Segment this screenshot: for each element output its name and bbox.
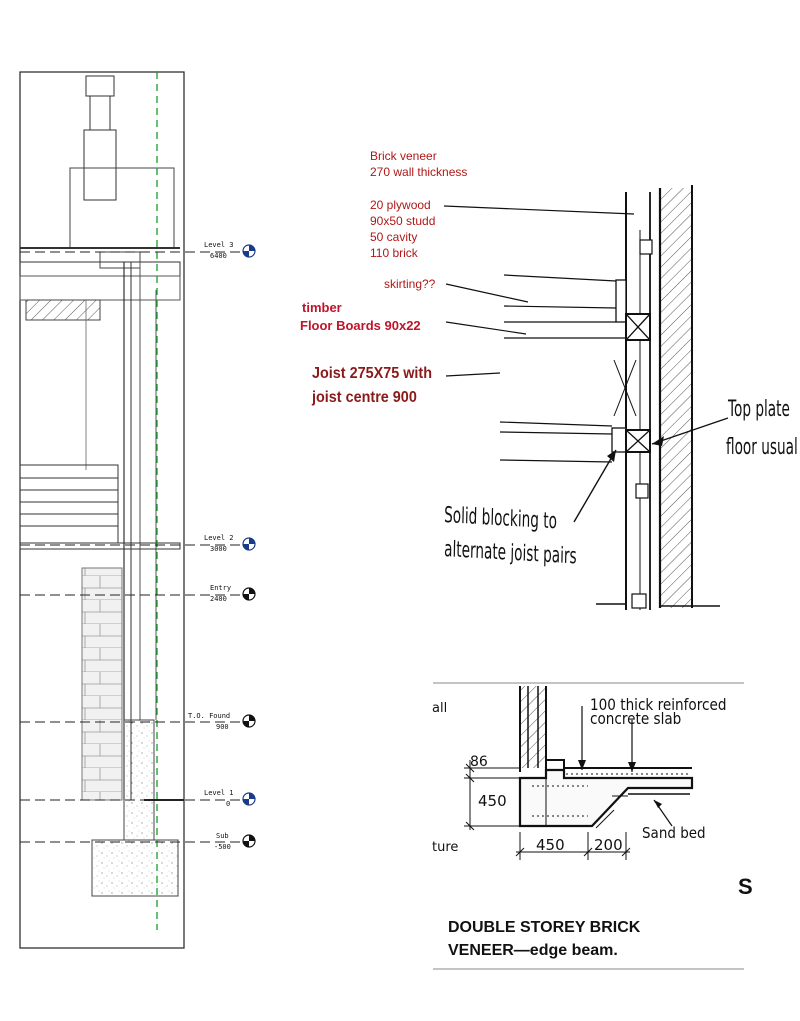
timber-label: timber: [302, 300, 342, 315]
to-found-tag[interactable]: T.O. Found 900: [188, 712, 256, 731]
wall-floor-detail: [443, 185, 729, 610]
partial-label-s: S: [738, 874, 753, 899]
plywood-label: 20 plywood: [370, 198, 431, 212]
studd-label: 90x50 studd: [370, 214, 435, 228]
sub-tag[interactable]: Sub -500: [214, 832, 256, 851]
partial-label-ture: ture: [432, 840, 458, 855]
leader-joist: [445, 372, 501, 377]
leader-top-plate: [651, 417, 729, 445]
floor-boards-label: Floor Boards 90x22: [300, 318, 421, 333]
edge-beam-title-1: DOUBLE STOREY BRICK: [448, 919, 641, 936]
detail-handwriting: Top plate floor usual Solid blocking to …: [444, 397, 798, 570]
hatched-beam: [25, 299, 101, 321]
cavity-label: 50 cavity: [370, 230, 417, 244]
leader-floor-boards: [445, 321, 527, 335]
entry-tag[interactable]: Entry 2400: [210, 584, 256, 603]
floor-2-slab: [19, 542, 181, 550]
level-1-value: 0: [226, 800, 230, 808]
dim-200: 200: [594, 836, 623, 854]
dim-450-horizontal: 450: [536, 836, 565, 854]
solid-blocking: [611, 427, 627, 453]
skirting: [615, 279, 627, 323]
level-2-value: 3000: [210, 545, 227, 553]
level-3-name: Level 3: [204, 241, 234, 249]
sub-name: Sub: [216, 832, 229, 840]
level-1-tag[interactable]: Level 1 0: [204, 789, 256, 808]
slab-label-2: concrete slab: [590, 710, 681, 728]
edge-beam-outline: [518, 768, 694, 828]
footing-pad: [91, 839, 179, 897]
building-section: [19, 71, 185, 949]
wall-tie-lower: [635, 483, 649, 499]
to-found-name: T.O. Found: [188, 712, 230, 720]
slab-label-1: 100 thick reinforced: [590, 696, 726, 714]
edge-beam-title-2: VENEER—edge beam.: [448, 942, 618, 959]
wall-annotations: Brick veneer 270 wall thickness 20 plywo…: [300, 149, 467, 406]
to-found-value: 900: [216, 723, 229, 731]
top-plate-label-1: Top plate: [727, 397, 790, 422]
blocking-label-1: Solid blocking to: [444, 503, 557, 535]
stair: [19, 464, 119, 544]
chimney-stack: [83, 129, 117, 201]
joist-label-1: Joist 275X75 with: [312, 364, 432, 382]
dim-450-vertical: 450: [478, 792, 507, 810]
wall-thickness-label: 270 wall thickness: [370, 165, 467, 179]
brick-veneer-hatch: [660, 188, 692, 608]
gutter-detail: [99, 251, 141, 269]
level-2-name: Level 2: [204, 534, 234, 542]
joist-label-2: joist centre 900: [311, 388, 417, 406]
sand-bed-label: Sand bed: [642, 825, 706, 842]
brick-label: 110 brick: [370, 246, 419, 260]
edge-beam-detail: [433, 682, 744, 970]
level-markers: Level 3 6400 Level 2 3000 Entry 2400 T.O…: [20, 241, 256, 851]
footing-wall: [123, 719, 155, 841]
level-2-tag[interactable]: Level 2 3000: [204, 534, 256, 553]
blocking-label-2: alternate joist pairs: [444, 537, 577, 570]
level-3-value: 6400: [210, 252, 227, 260]
partial-label-all: all: [432, 701, 447, 716]
leader-skirting: [445, 283, 529, 303]
chimney-cap: [85, 75, 115, 97]
level-3-tag[interactable]: Level 3 6400: [204, 241, 256, 260]
sub-value: -500: [214, 843, 231, 851]
dim-86: 86: [470, 754, 488, 770]
skirting-label: skirting??: [384, 277, 436, 291]
chimney-neck: [89, 95, 111, 131]
brick-wall: [81, 567, 123, 801]
section-frame: [19, 71, 185, 949]
level-1-name: Level 1: [204, 789, 234, 797]
leader-blocking: [573, 449, 617, 523]
top-plate-label-2: floor usual: [726, 435, 798, 460]
brick-veneer-label: Brick veneer: [370, 149, 437, 163]
floor-line-top: [503, 274, 617, 282]
wall-tie-upper: [639, 239, 653, 255]
entry-value: 2400: [210, 595, 227, 603]
entry-name: Entry: [210, 584, 231, 592]
edge-beam-labels: 100 thick reinforced concrete slab 86 45…: [432, 696, 753, 959]
leader-plywood: [443, 205, 635, 215]
